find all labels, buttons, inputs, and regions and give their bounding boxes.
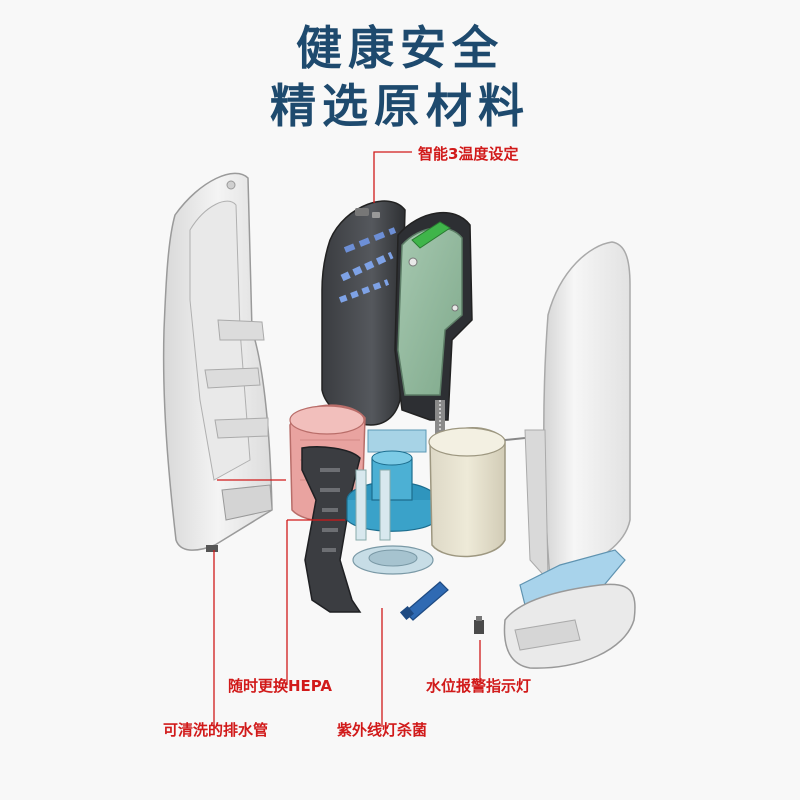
drain-hose-strap <box>301 446 362 613</box>
front-control-cover <box>321 200 406 426</box>
water-level-sensor <box>474 616 484 634</box>
rear-housing-panel <box>162 172 273 552</box>
callout-leader-lines <box>213 151 481 727</box>
internal-circuit-frame <box>394 211 473 450</box>
callout-uv-lamp: 紫外线灯杀菌 <box>337 721 428 739</box>
headline-line-2: 精选原材料 <box>270 79 530 133</box>
fan-motor-assembly <box>346 429 438 575</box>
water-tank <box>428 427 526 558</box>
callout-water-level: 水位报警指示灯 <box>426 677 532 695</box>
front-panel-right <box>503 241 636 669</box>
callout-hepa: 随时更换HEPA <box>228 677 333 695</box>
uv-lamp-tube <box>399 581 449 621</box>
headline-line-1: 健康安全 <box>296 21 504 75</box>
callout-temp-control: 智能3温度设定 <box>418 145 519 163</box>
callout-drain-pipe: 可清洗的排水管 <box>163 721 269 739</box>
